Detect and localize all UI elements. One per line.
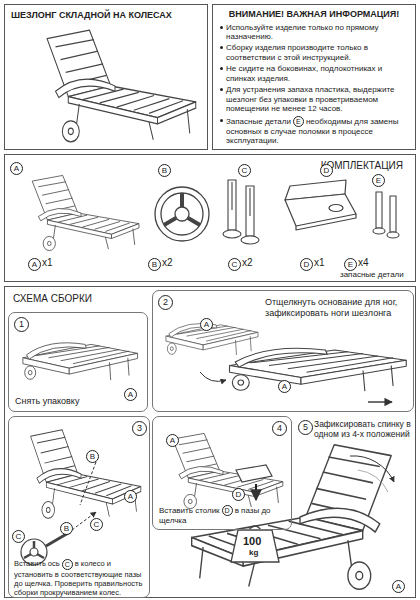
step-number: 4 <box>272 421 287 436</box>
label-text: 100 <box>243 535 261 548</box>
axle-part <box>223 180 259 244</box>
bullet-dot <box>220 26 223 29</box>
callout-letter: D <box>232 488 245 501</box>
step-panel: Отщелкнуть основание для ног, зафиксиров… <box>152 290 414 412</box>
text-block: КОМПЛЕКТАЦИЯ <box>321 160 403 172</box>
callout-letter: D <box>300 258 313 271</box>
folded-lounger <box>166 323 258 355</box>
motion-arrow <box>368 401 392 402</box>
callout-letter: A <box>124 388 137 401</box>
position-arrow <box>350 456 394 482</box>
callout-letter: A <box>10 162 23 175</box>
label-text: Зафиксировать спинку в одном из 4-х поло… <box>314 419 414 439</box>
callout-letter: A <box>166 434 179 447</box>
callout-letter: E <box>293 116 304 127</box>
callout-letter: A <box>392 580 405 593</box>
step-number: 1 <box>14 317 29 332</box>
callout-letter: B <box>86 450 99 463</box>
warning-text: ВНИМАНИЕ! ВАЖНАЯ ИНФОРМАЦИЯ! <box>229 9 400 19</box>
text-block: Вставить столикDв пазы до щелчка <box>159 505 287 525</box>
step-panel: Вставить осьCв колесо и установить в соо… <box>8 416 150 598</box>
leader-line <box>80 462 96 505</box>
callout-letter: B <box>60 522 73 535</box>
bullet-item: Для устранения запаха пластика, выдержит… <box>218 85 410 113</box>
callout-letter: E <box>344 258 357 271</box>
position-arc <box>358 470 388 492</box>
label-text: x4 <box>358 257 369 269</box>
callout-letter: A <box>278 380 291 393</box>
callout-letter: A <box>200 318 213 331</box>
callout-letter: C <box>90 518 103 531</box>
bullet-item: Запасные деталиEнеобходимы для замены ос… <box>218 116 410 146</box>
lounger-drawing <box>47 30 196 142</box>
text-block: Отщелкнуть основание для ног, зафиксиров… <box>265 297 409 318</box>
bullet-item: Используйте изделие только по прямому на… <box>218 23 410 42</box>
callout-letter: B <box>158 164 171 177</box>
callout-letter: A <box>28 258 41 271</box>
lounger-drawing <box>173 433 283 508</box>
label-text: kg <box>249 548 258 557</box>
text-block: СХЕМА СБОРКИ <box>13 293 92 305</box>
callout-letter: C <box>228 258 241 271</box>
bullet-dot <box>220 119 223 122</box>
tray-insert <box>236 465 272 482</box>
text-block: Вставить осьCв колесо и установить в соо… <box>14 559 146 597</box>
callout-letter: E <box>372 174 385 187</box>
step-text: Отщелкнуть основание для ног, зафиксиров… <box>265 297 397 318</box>
label-text: x2 <box>162 257 173 269</box>
text-block: Снять упаковку <box>15 396 79 407</box>
warning-box: ВНИМАНИЕ! ВАЖНАЯ ИНФОРМАЦИЯ! Используйте … <box>212 4 416 150</box>
step-text: Снять упаковку <box>15 396 79 406</box>
bullet-dot <box>220 67 223 70</box>
label-text: запасные детали <box>340 270 404 279</box>
section-heading: СХЕМА СБОРКИ <box>13 293 92 304</box>
wheel-part <box>155 187 209 241</box>
bullet-dot <box>220 88 223 91</box>
step-number: 2 <box>158 295 173 310</box>
callout-letter: C <box>238 164 251 177</box>
step-text: Вставить ось <box>14 559 60 568</box>
motion-arrow <box>200 372 226 381</box>
callout-letter: A <box>124 490 137 503</box>
bullet-item: Не сидите на боковинах, подлокотниках и … <box>218 64 410 83</box>
step-text: Вставить столик <box>159 506 220 515</box>
callout-letter: B <box>148 258 161 271</box>
assembly-box: СХЕМА СБОРКИ Снять упаковку Отщелкнуть осн… <box>4 286 416 598</box>
warning-text: Не сидите на боковинах, подлокотниках и … <box>226 64 382 82</box>
warning-text: Запасные детали <box>226 116 291 125</box>
title-box: ШЕЗЛОНГ СКЛАДНОЙ НА КОЛЕСАХ <box>4 4 208 150</box>
insert-arrow <box>255 484 257 500</box>
text-block: ВНИМАНИЕ! ВАЖНАЯ ИНФОРМАЦИЯ! <box>218 9 410 20</box>
tray-part <box>285 180 356 230</box>
warning-text: Для устранения запаха пластика, выдержит… <box>226 85 394 113</box>
label-text: x1 <box>314 257 325 269</box>
callout-letter: D <box>320 164 333 177</box>
warning-text: Сборку изделия производите только в соот… <box>226 43 368 61</box>
weight-symbol <box>231 530 279 562</box>
callout-letter: D <box>222 505 233 516</box>
title-text: ШЕЗЛОНГ СКЛАДНОЙ НА КОЛЕСАХ <box>11 10 172 20</box>
section-heading: КОМПЛЕКТАЦИЯ <box>321 160 403 171</box>
label-text: x2 <box>242 257 253 269</box>
step-number: 3 <box>132 421 147 436</box>
spare-pin-part <box>373 192 399 238</box>
bullet-item: Сборку изделия производите только в соот… <box>218 43 410 62</box>
folded-lounger <box>23 343 138 380</box>
label-text: x1 <box>42 257 53 269</box>
unfolded-lounger <box>230 348 407 391</box>
lounger-part <box>32 175 139 250</box>
text-block: ШЕЗЛОНГ СКЛАДНОЙ НА КОЛЕСАХ <box>11 10 172 21</box>
lounger-closeup <box>31 430 141 519</box>
callout-letter: C <box>62 559 73 570</box>
step-number: 5 <box>298 420 313 435</box>
callout-letter: C <box>12 530 25 543</box>
warning-text: Используйте изделие только по прямому на… <box>226 23 379 41</box>
bullet-dot <box>220 46 223 49</box>
